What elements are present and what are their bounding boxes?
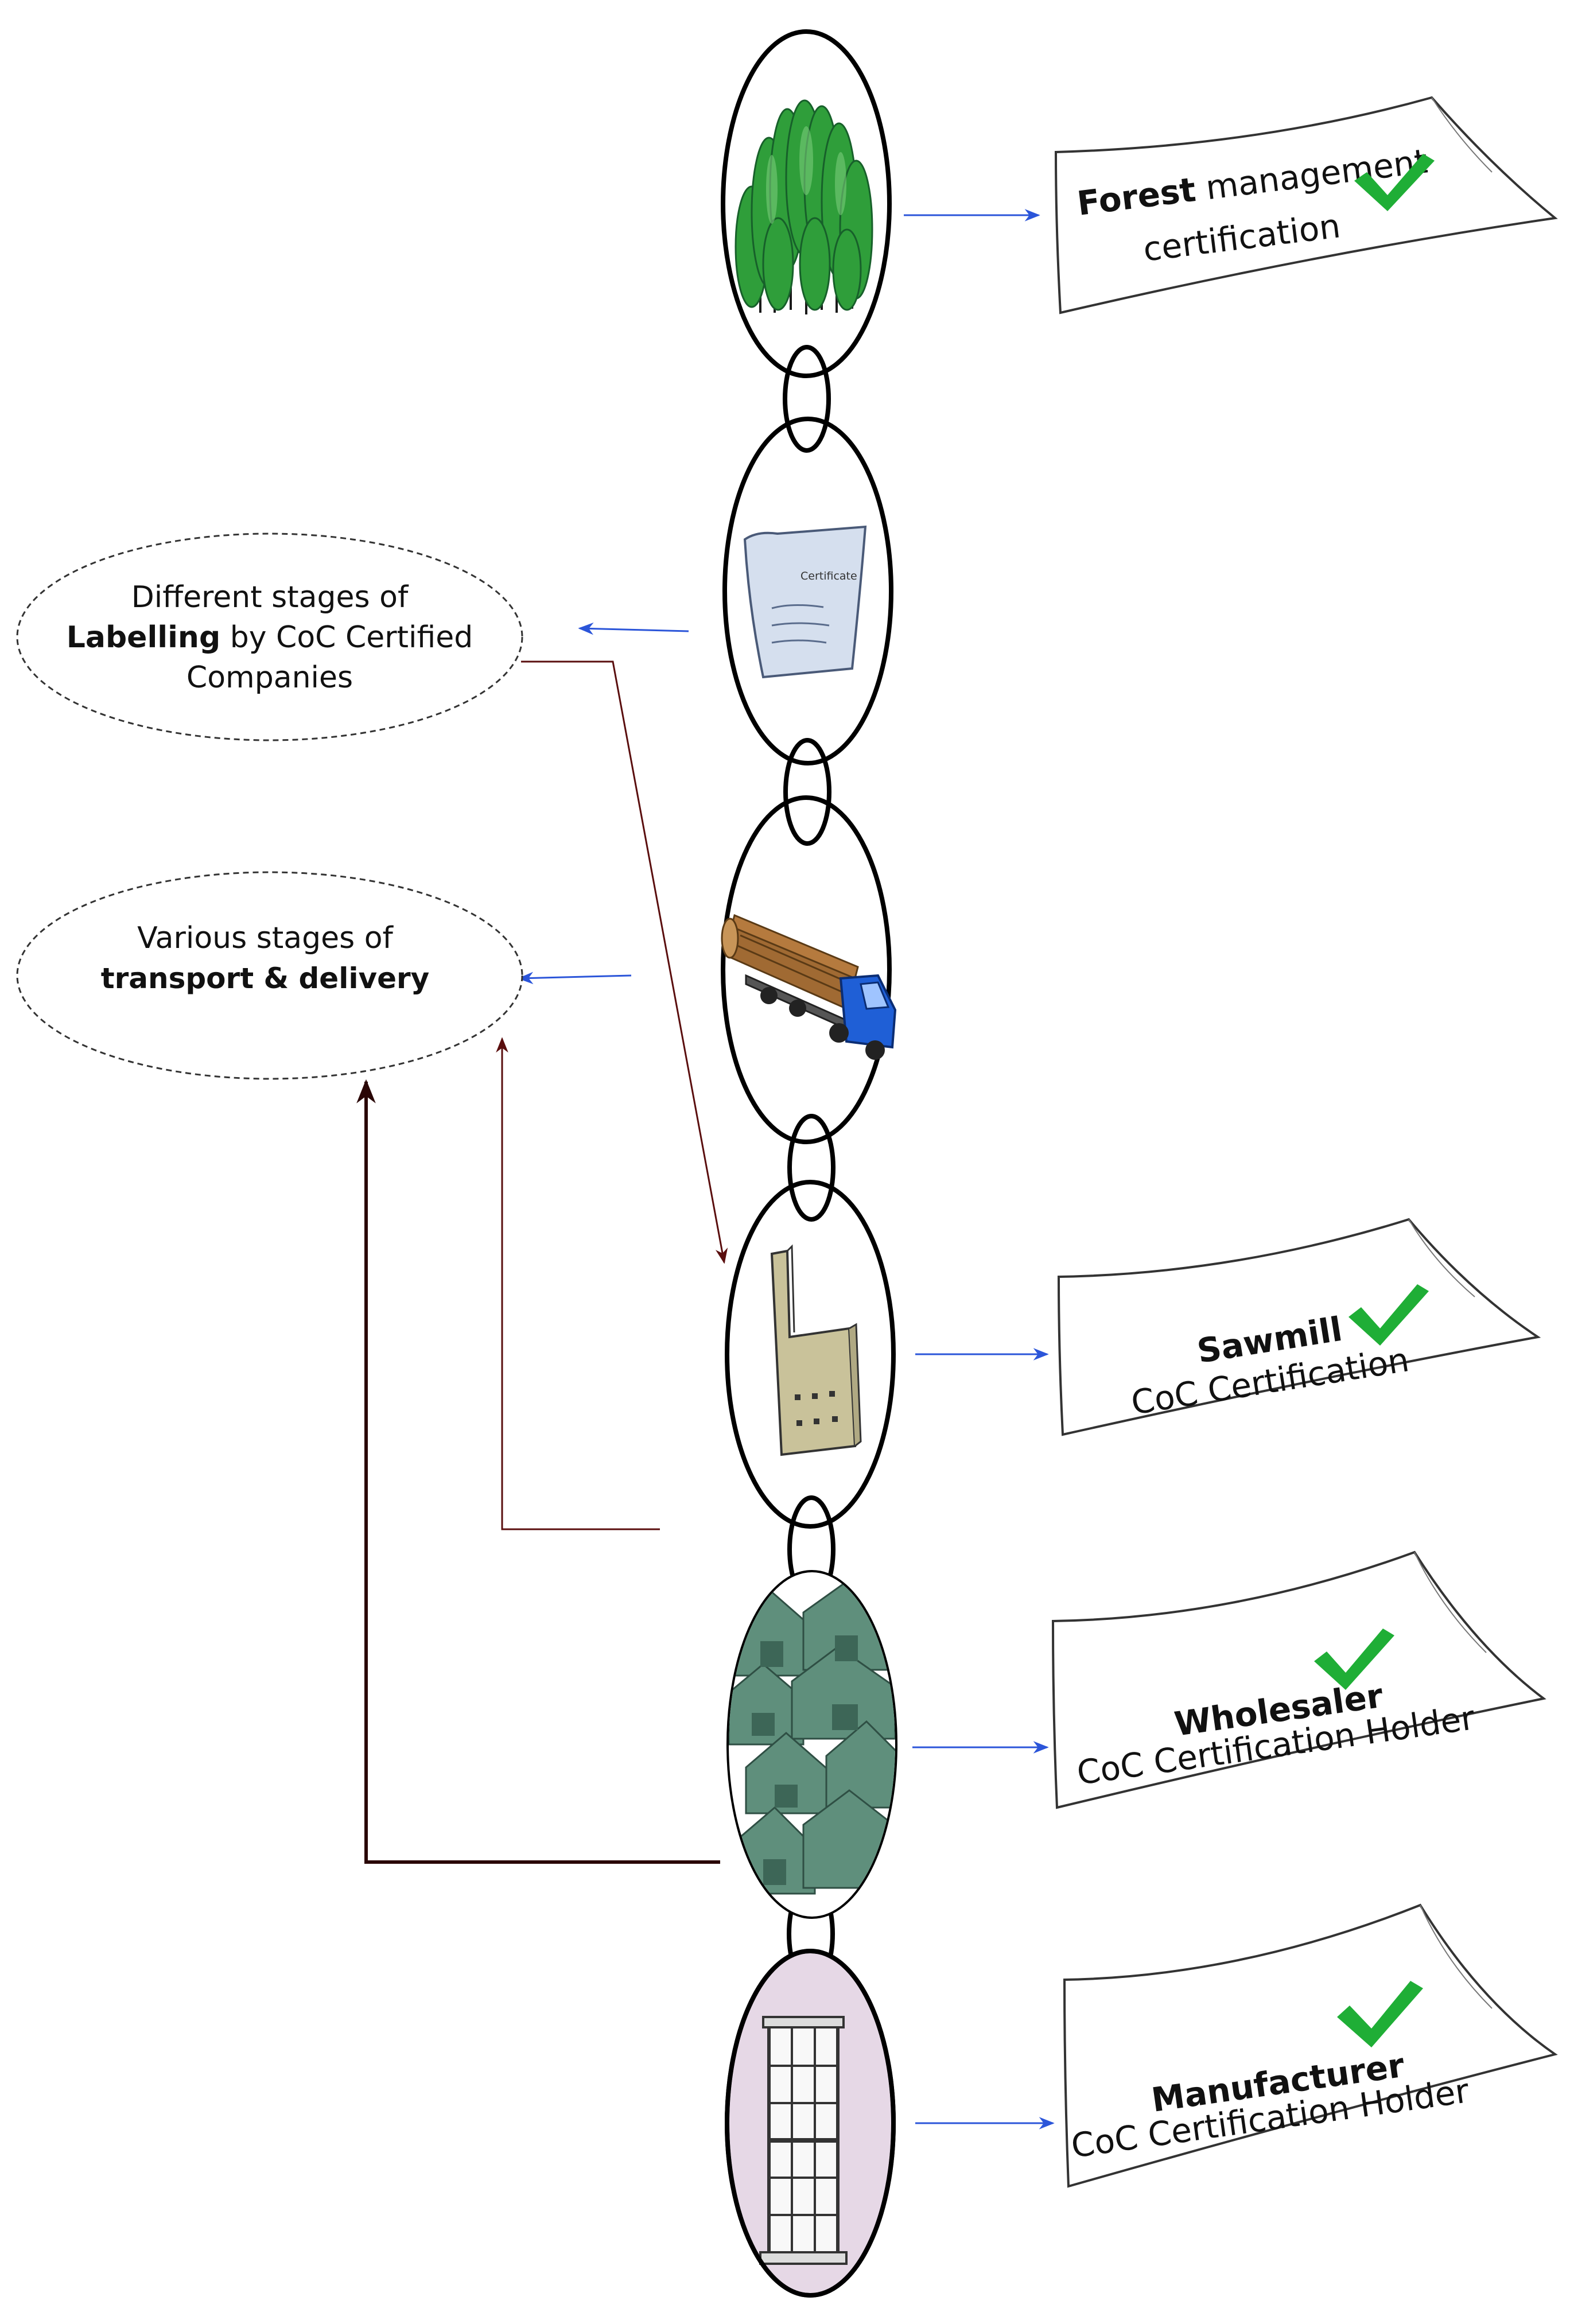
chain-link-labelling (722, 417, 893, 765)
note-labelling-line2: Labelling by CoC Certified (67, 620, 473, 655)
arrow-transport-to-note (518, 971, 632, 985)
note-transport: Various stages of transport & delivery (16, 871, 523, 1080)
certificate-caption: Certificate (800, 570, 857, 582)
chain-link-forest (721, 29, 892, 378)
arrow-wholesaler-to-transport (356, 1079, 720, 1864)
factory-icon (770, 1244, 862, 1456)
note-labelling-line1: Different stages of (131, 580, 409, 615)
note-transport-line2: transport & delivery (101, 962, 430, 995)
cert-forest: Forest management certification (1054, 96, 1558, 314)
note-labelling: Different stages of Labelling by CoC Cer… (16, 533, 523, 741)
note-transport-line1: Various stages of (137, 921, 394, 955)
check-icon (1314, 1629, 1394, 1690)
note-labelling-rest: by CoC Certified (220, 620, 473, 655)
chain-link-transport (721, 795, 892, 1144)
warehouse-icon (729, 1572, 895, 1917)
note-labelling-bold: Labelling (67, 620, 220, 655)
check-icon (1349, 1284, 1429, 1346)
cert-manufacturer: Manufacturer CoC Certification Holder (1063, 1903, 1558, 2188)
cert-sawmill: Sawmill CoC Certification (1057, 1218, 1541, 1436)
brown-arrows (356, 660, 728, 1864)
chain-small-link-3 (787, 1114, 835, 1222)
chain-small-link-1 (783, 345, 831, 453)
check-icon (1354, 154, 1435, 211)
cert-wholesaler: Wholesaler CoC Certification Holder (1051, 1550, 1546, 1809)
chain-link-sawmill (725, 1180, 896, 1529)
arrow-labelling-to-sawmill (521, 660, 728, 1264)
log-truck-icon (721, 914, 897, 1060)
chain-small-link-2 (783, 738, 831, 846)
check-icon (1337, 1981, 1423, 2047)
blue-arrows (518, 209, 1055, 2129)
arrow-sawmill-to-transport (496, 1037, 660, 1530)
note-labelling-line3: Companies (186, 660, 353, 695)
arrow-labelling-to-note (578, 622, 689, 635)
forest-icon (735, 99, 873, 314)
window-icon (725, 1949, 896, 2298)
certificate-icon: Certificate (743, 525, 867, 679)
